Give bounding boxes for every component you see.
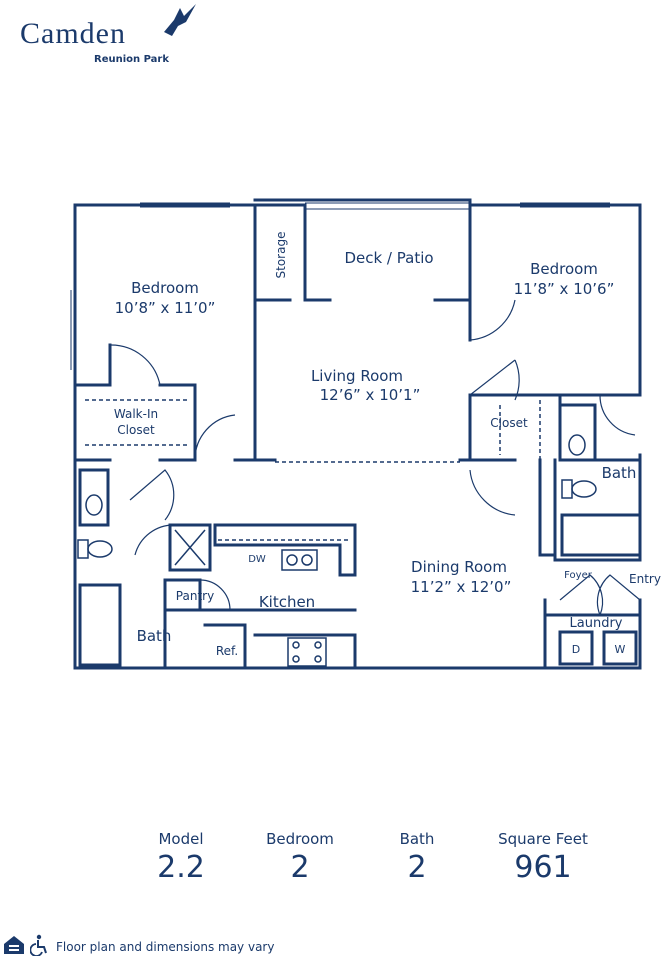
stat-square-feet: Square Feet 961 [483,830,603,885]
bedroom-right-label: Bedroom [530,260,598,278]
closet-label: Closet [490,416,528,430]
pantry-label: Pantry [176,589,214,603]
camden-logo: Camden Reunion Park [20,4,196,65]
stat-model-label: Model [158,830,204,848]
living-room-label: Living Room [311,367,403,385]
disclaimer-text: Floor plan and dimensions may vary [56,940,275,954]
stat-square-feet-label: Square Feet [498,830,588,848]
brand-name: Camden [20,17,126,50]
washer-label: W [615,643,626,656]
bedroom-left-label: Bedroom [131,279,199,297]
dw-label: DW [248,554,266,565]
entry-label: Entry [629,572,661,586]
laundry-label: Laundry [570,616,623,631]
equal-housing-icon [4,936,24,954]
storage-label: Storage [274,232,288,279]
deck-patio-label: Deck / Patio [344,249,433,267]
accessibility-icon [30,934,47,956]
living-room-dims: 12’6” x 10’1” [320,386,421,404]
dining-room-label: Dining Room [411,558,507,576]
stat-model-value: 2.2 [157,850,205,885]
bedroom-left-dims: 10’8” x 11’0” [115,299,216,317]
dining-room-dims: 11’2” x 12’0” [411,578,512,596]
stat-bedroom: Bedroom 2 [240,830,360,885]
stat-model: Model 2.2 [121,830,241,885]
stat-square-feet-value: 961 [514,850,572,885]
bedroom-right-dims: 11’8” x 10’6” [514,280,615,298]
bath-left-label: Bath [137,627,172,645]
kitchen-label: Kitchen [259,593,315,611]
bath-right-label: Bath [602,464,637,482]
community-name: Reunion Park [94,54,170,65]
ref-label: Ref. [216,644,238,658]
stat-bedroom-value: 2 [290,850,310,885]
walk-in-label-2: Closet [117,423,155,437]
stat-bath: Bath 2 [357,830,477,885]
foyer-label: Foyer [564,570,593,581]
hummingbird-icon [164,4,196,36]
stat-bath-label: Bath [399,830,435,848]
walk-in-label-1: Walk-In [114,407,158,421]
stat-bath-value: 2 [407,850,427,885]
stat-bedroom-label: Bedroom [266,830,334,848]
dryer-label: D [572,643,580,656]
